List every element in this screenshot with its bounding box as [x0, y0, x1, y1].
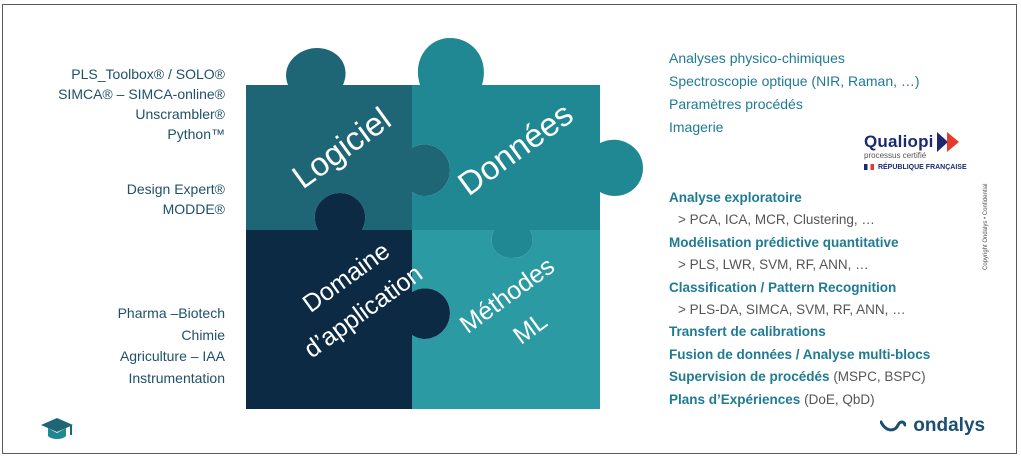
- copyright-note: Copyright Ondalys • Confidential: [983, 183, 989, 270]
- doe-software-item: MODDE®: [162, 201, 225, 217]
- software-list: PLS_Toolbox® / SOLO® SIMCA® – SIMCA-onli…: [58, 64, 225, 144]
- software-item: Unscrambler®: [135, 106, 225, 122]
- method-heading: Fusion de données / Analyse multi-blocs: [669, 346, 931, 362]
- method-sub: > PLS-DA, SIMCA, SVM, RF, ANN, …: [678, 302, 906, 318]
- doe-software-list: Design Expert® MODDE®: [127, 179, 225, 219]
- method-sub: > PCA, ICA, MCR, Clustering, …: [678, 212, 875, 228]
- domain-item: Agriculture – IAA: [119, 348, 225, 364]
- methods-list: Analyse exploratoire > PCA, ICA, MCR, Cl…: [669, 187, 930, 411]
- domain-item: Chimie: [181, 326, 225, 343]
- method-sub: > PLS, LWR, SVM, RF, ANN, …: [678, 257, 869, 273]
- data-type-item: Imagerie: [669, 119, 724, 135]
- method-heading: Transfert de calibrations: [669, 324, 826, 340]
- method-heading: Analyse exploratoire: [669, 190, 802, 205]
- puzzle-piece-logiciel: [246, 48, 450, 230]
- domain-list: Pharma –Biotech Chimie Agriculture – IAA…: [118, 303, 225, 389]
- software-item: SIMCA® – SIMCA-online®: [58, 86, 225, 102]
- qualiopi-arrow-icon: [936, 132, 959, 152]
- doe-software-item: Design Expert®: [126, 181, 225, 197]
- data-types-list: Analyses physico-chimiques Spectroscopie…: [669, 47, 920, 139]
- method-heading-with-paren: Plans d’Expériences (DoE, QbD): [669, 391, 875, 407]
- method-heading-with-paren: Supervision de procédés (MSPC, BSPC): [669, 369, 926, 385]
- ondalys-wave-icon: [879, 420, 907, 432]
- puzzle-piece-methodes: [412, 230, 600, 409]
- french-flag-icon: [864, 164, 874, 171]
- data-type-item: Analyses physico-chimiques: [669, 50, 845, 66]
- graduation-cap-icon: [41, 418, 73, 439]
- data-type-item: Spectroscopie optique (NIR, Raman, …): [669, 73, 920, 89]
- method-heading: Classification / Pattern Recognition: [669, 279, 897, 295]
- qualiopi-subtitle: processus certifié: [864, 151, 927, 160]
- qualiopi-logo: Qualiopi processus certifié RÉPUBLIQUE F…: [864, 132, 994, 182]
- puzzle-piece-donnees: [412, 38, 643, 258]
- qualiopi-name: Qualiopi: [864, 132, 934, 151]
- software-item: Python™: [167, 126, 225, 142]
- republique-francaise: RÉPUBLIQUE FRANÇAISE: [864, 164, 994, 171]
- domain-item: Instrumentation: [128, 369, 226, 386]
- method-heading: Modélisation prédictive quantitative: [669, 234, 899, 250]
- domain-item: Pharma –Biotech: [117, 305, 225, 321]
- software-item: PLS_Toolbox® / SOLO®: [71, 66, 225, 82]
- data-type-item: Paramètres procédés: [669, 96, 803, 112]
- puzzle-piece-domaine: [246, 193, 450, 409]
- ondalys-logo: ondalys: [879, 415, 985, 437]
